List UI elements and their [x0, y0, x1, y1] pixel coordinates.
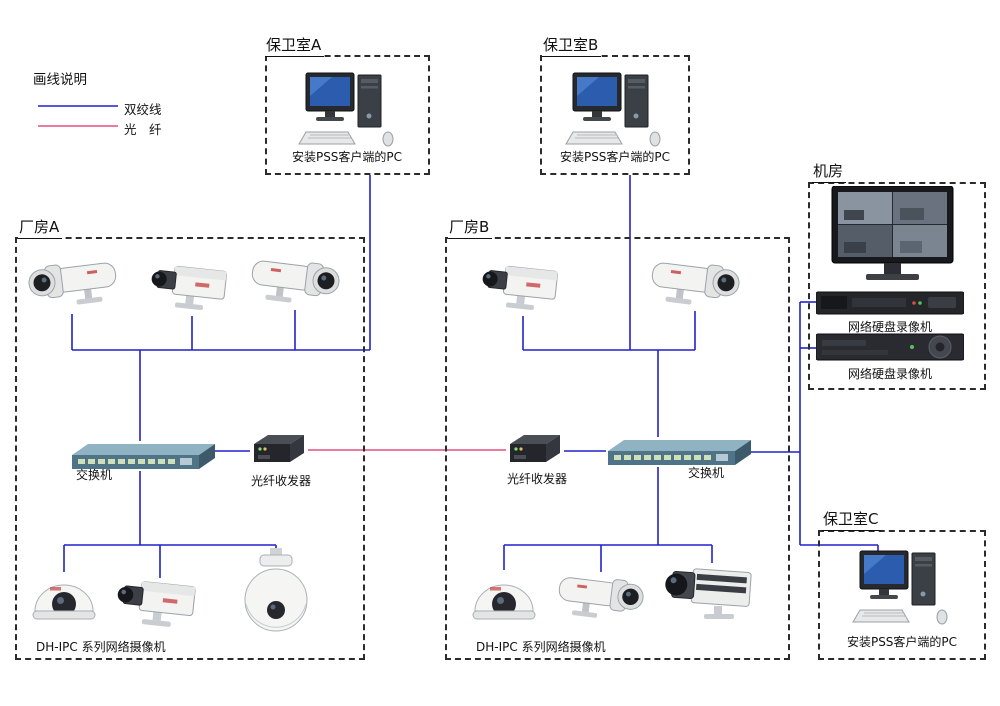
- transceiver-label-factory-a: 光纤收发器: [250, 474, 311, 488]
- nvr2-label: 网络硬盘录像机: [847, 367, 932, 381]
- switch-label-factory-a: 交换机: [76, 468, 113, 482]
- box-camera: [110, 573, 210, 633]
- box-camera: [476, 258, 571, 316]
- legend-twisted-label: 双绞线: [124, 102, 162, 117]
- network-video-recorder: [816, 332, 964, 362]
- zone-factory-b: [445, 237, 790, 660]
- network-video-recorder: [816, 290, 964, 316]
- pc-workstation: [852, 548, 952, 628]
- switch-label-factory-b: 交换机: [688, 466, 725, 480]
- zone-title-guard-a: 保卫室A: [265, 34, 325, 57]
- pc-workstation: [565, 70, 665, 150]
- pc-label-guard-a: 安装PSS客户端的PC: [291, 150, 403, 164]
- transceiver-label-factory-b: 光纤收发器: [506, 472, 567, 486]
- box-camera: [662, 558, 762, 623]
- zone-title-factory-b: 厂房B: [448, 216, 493, 239]
- dome-camera: [468, 566, 540, 624]
- zone-title-guard-c: 保卫室C: [822, 508, 882, 531]
- legend-fiber-label: 光 纤: [124, 122, 162, 137]
- fiber-lines: [38, 125, 506, 451]
- zone-title-server-room: 机房: [812, 160, 847, 183]
- surveillance-monitor: [830, 186, 955, 288]
- dome-camera: [28, 566, 100, 624]
- zone-guard-b: [540, 55, 690, 175]
- pc-label-guard-c: 安装PSS客户端的PC: [846, 635, 958, 649]
- bullet-camera: [648, 253, 743, 313]
- cameras-label-factory-b: DH-IPC 系列网络摄像机: [476, 640, 606, 654]
- zone-server-room: [808, 182, 986, 390]
- zone-title-guard-b: 保卫室B: [542, 34, 602, 57]
- zone-title-factory-a: 厂房A: [18, 216, 63, 239]
- box-camera: [145, 258, 240, 316]
- bullet-camera: [248, 251, 343, 311]
- fiber-transceiver: [250, 432, 308, 470]
- zone-guard-c: [818, 530, 986, 660]
- pc-label-guard-b: 安装PSS客户端的PC: [559, 150, 671, 164]
- zone-factory-a: [15, 237, 365, 660]
- legend-title: 画线说明: [33, 72, 87, 88]
- zone-guard-a: [265, 55, 430, 175]
- pc-workstation: [298, 70, 398, 150]
- cameras-label-factory-a: DH-IPC 系列网络摄像机: [36, 640, 166, 654]
- bullet-camera: [25, 253, 120, 313]
- network-switch: [70, 440, 215, 474]
- nvr1-label: 网络硬盘录像机: [847, 320, 932, 334]
- ptz-dome-camera: [240, 548, 312, 640]
- bullet-camera: [551, 568, 651, 626]
- network-switch: [606, 436, 751, 470]
- fiber-transceiver: [506, 432, 564, 470]
